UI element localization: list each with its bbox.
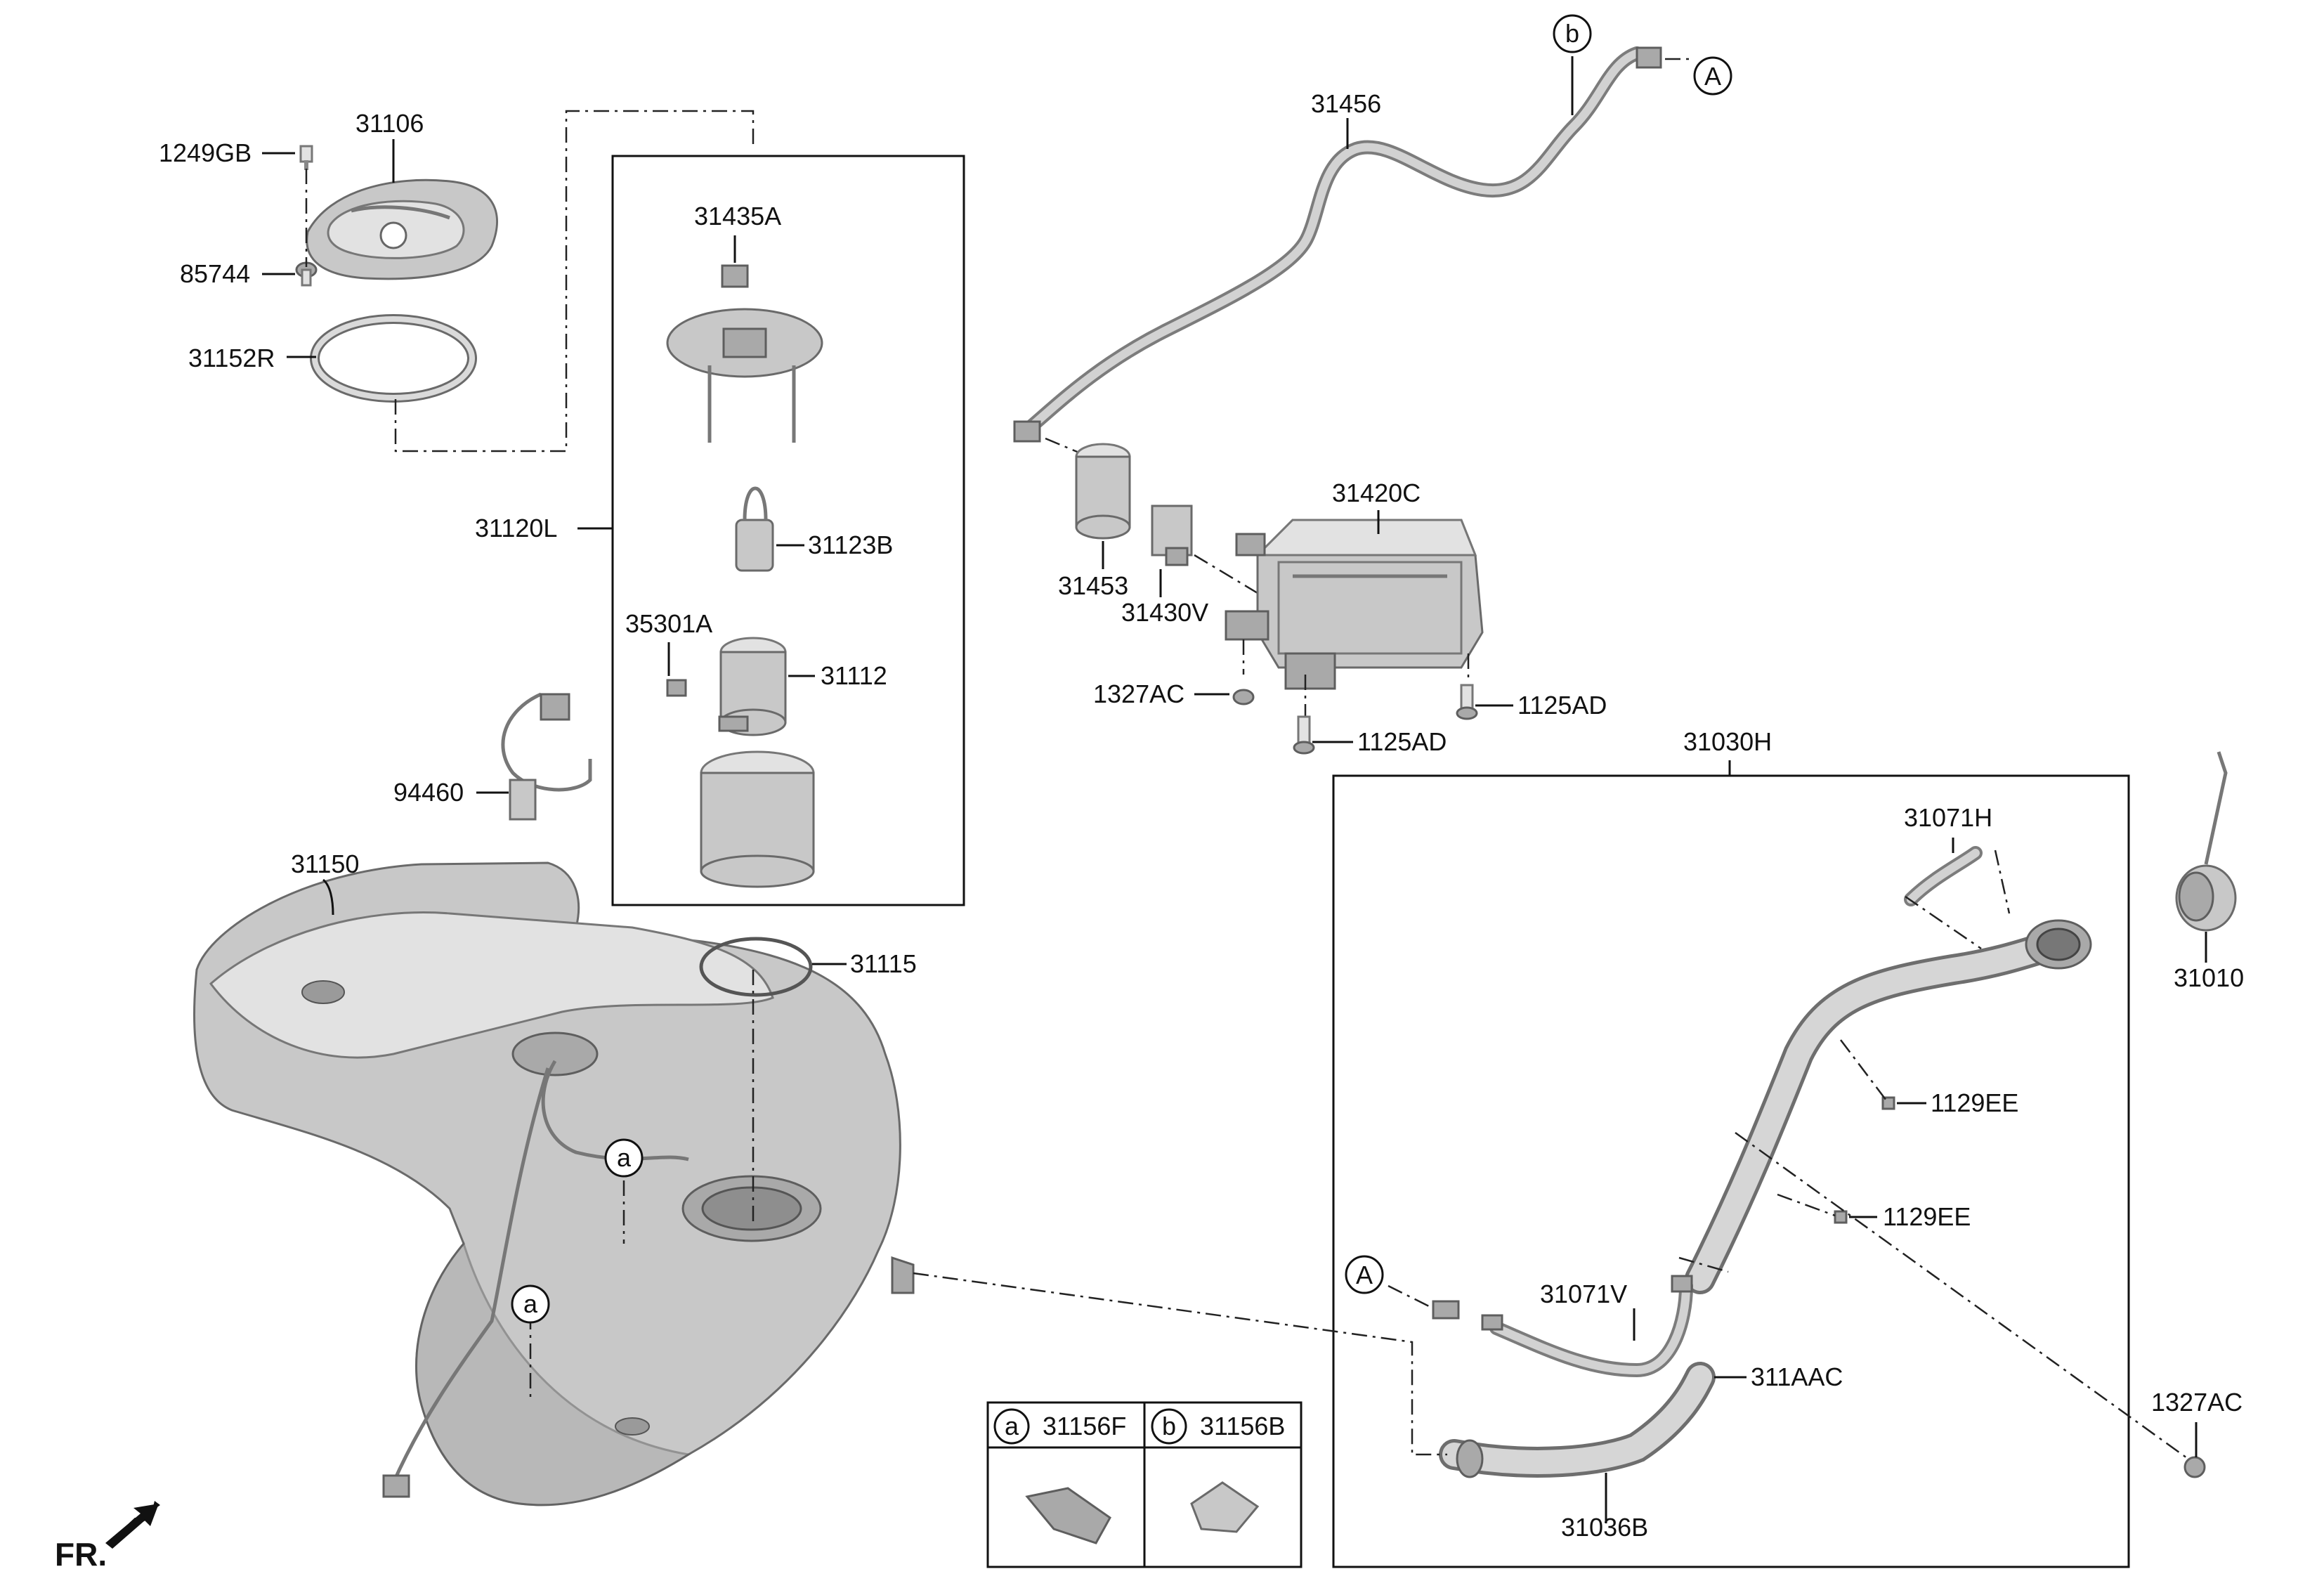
callout-b: b (1553, 14, 1592, 53)
clip-1129EE-upper (1881, 1096, 1895, 1110)
legend-callout-a: a (993, 1408, 1030, 1445)
svg-text:a: a (1005, 1412, 1019, 1440)
label-31435A: 31435A (694, 202, 781, 230)
hose-31071V (1432, 1275, 1693, 1377)
label-31112: 31112 (821, 661, 887, 690)
label-94460: 94460 (393, 778, 464, 807)
callout-A-left: A (1345, 1255, 1384, 1294)
label-1249GB: 1249GB (159, 138, 252, 167)
callout-A-top: A (1693, 56, 1732, 96)
fuel-sender-94460 (501, 692, 592, 821)
label-1125AD-right: 1125AD (1517, 691, 1607, 720)
filler-neck-pipe (1685, 919, 2092, 1294)
sensor-35301A (666, 679, 687, 697)
label-31071H: 31071H (1904, 803, 1992, 832)
nut-1327AC-right (2183, 1456, 2206, 1478)
clip-legend (986, 1401, 1303, 1568)
bolt-1125AD-bottom (1293, 715, 1315, 755)
callout-a-upper: a (604, 1138, 644, 1178)
label-1129EE-upper: 1129EE (1931, 1088, 2018, 1117)
legend-part-31156B: 31156B (1200, 1412, 1285, 1440)
fuel-tank-31150 (193, 861, 915, 1506)
label-1327AC-right: 1327AC (2151, 1388, 2243, 1417)
label-31036B: 31036B (1561, 1513, 1648, 1542)
svg-text:A: A (1356, 1261, 1373, 1289)
hose-31036B (1439, 1362, 1716, 1478)
label-31150: 31150 (291, 850, 359, 878)
gas-cap-31010 (2175, 751, 2237, 932)
bolt-1125AD-right (1456, 684, 1478, 720)
svg-text:a: a (617, 1143, 632, 1172)
label-85744: 85744 (180, 259, 250, 288)
valve-31430V (1151, 505, 1193, 566)
pump-31112 (718, 637, 787, 736)
label-1327AC-top: 1327AC (1093, 679, 1184, 708)
label-35301A: 35301A (625, 609, 712, 638)
reservoir-cup (700, 750, 815, 888)
label-31123B: 31123B (808, 531, 893, 559)
filter-31453 (1075, 443, 1131, 540)
cover-plate-31106 (306, 178, 498, 280)
label-31115: 31115 (850, 949, 917, 978)
callout-a-lower: a (511, 1284, 550, 1324)
label-311AAC: 311AAC (1751, 1362, 1843, 1391)
vapor-hose-31456 (1013, 46, 1662, 443)
nut-1327AC-top (1232, 689, 1255, 705)
front-direction-arrow-icon (105, 1501, 160, 1549)
filter-31123B (735, 486, 774, 572)
label-31420C: 31420C (1332, 479, 1421, 507)
label-31120L: 31120L (475, 514, 557, 542)
label-31071V: 31071V (1540, 1280, 1627, 1308)
clip-1129EE-lower (1834, 1210, 1848, 1224)
label-31030H: 31030H (1683, 727, 1772, 756)
legend-part-31156F: 31156F (1043, 1412, 1126, 1440)
hose-31071H (1904, 846, 1983, 906)
label-1125AD-bottom: 1125AD (1357, 727, 1447, 756)
svg-text:b: b (1162, 1412, 1176, 1440)
canister-31420C (1225, 519, 1484, 690)
label-31453: 31453 (1058, 571, 1128, 600)
legend-callout-b: b (1151, 1408, 1187, 1445)
label-1129EE-lower: 1129EE (1883, 1202, 1971, 1231)
label-31106: 31106 (355, 109, 424, 138)
seal-ring-31115 (699, 937, 813, 997)
svg-text:a: a (523, 1289, 538, 1318)
label-31430V: 31430V (1121, 598, 1208, 627)
label-31456: 31456 (1311, 89, 1381, 118)
retainer-ring-31152R (310, 314, 477, 403)
label-31010: 31010 (2174, 963, 2244, 992)
connector-31435A (721, 264, 749, 288)
front-direction-label: FR. (55, 1536, 107, 1573)
pump-flange (666, 308, 823, 443)
svg-text:b: b (1565, 19, 1579, 48)
filler-neck-box-31030H (1332, 774, 2130, 1568)
label-31152R: 31152R (188, 344, 275, 372)
svg-text:A: A (1704, 62, 1721, 91)
pump-module-box-31120L (611, 155, 965, 906)
bolt-1249GB (299, 145, 313, 170)
